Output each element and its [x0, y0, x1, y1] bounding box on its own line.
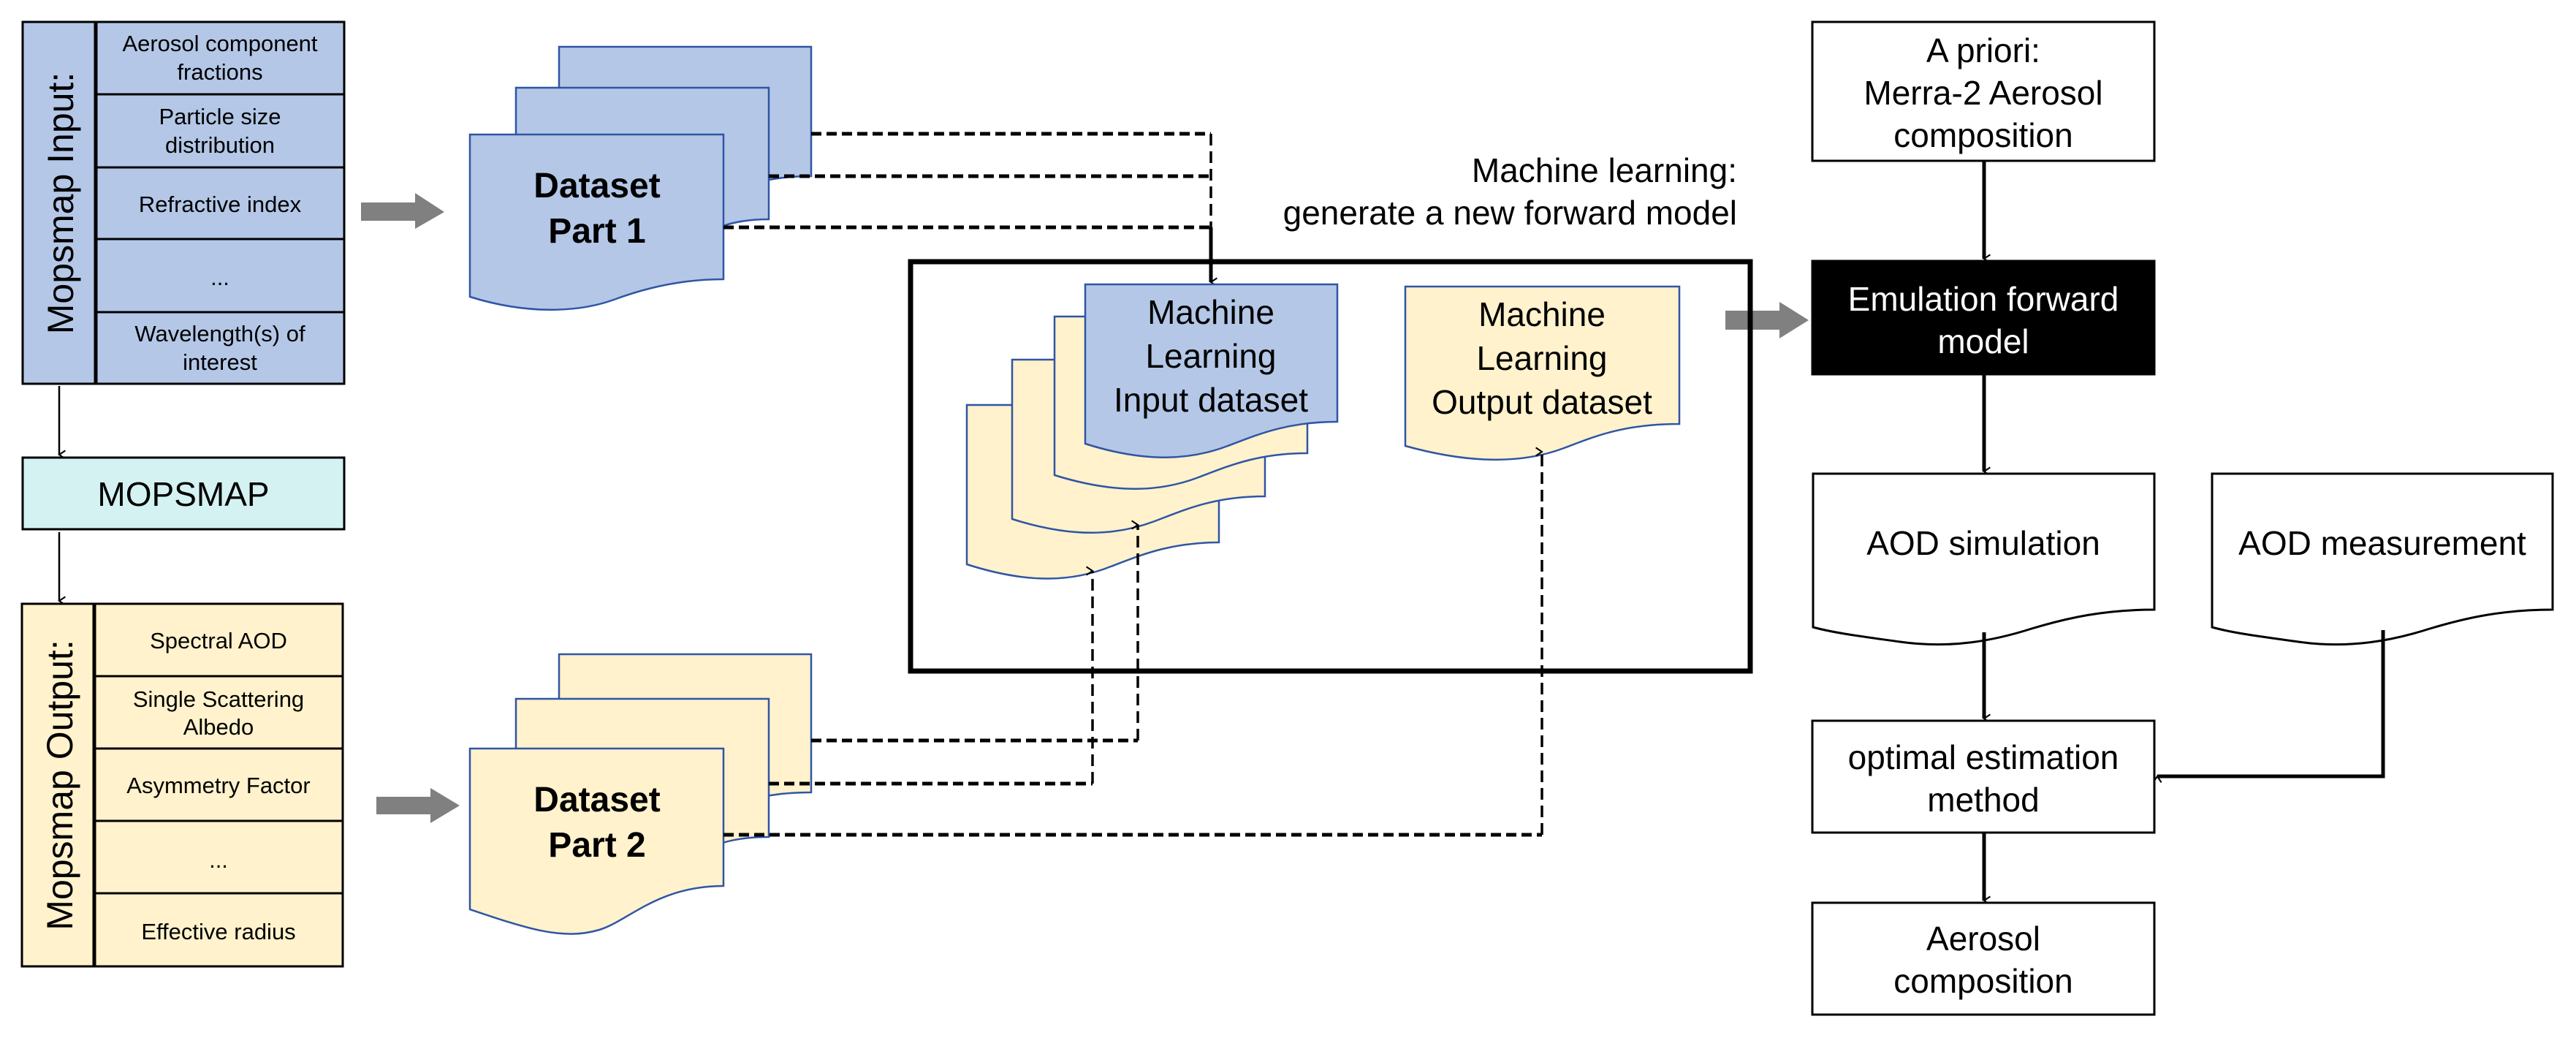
optimal-estimation-l1: optimal estimation	[1848, 738, 2119, 776]
ml-output-sheet	[1404, 285, 1681, 461]
a-priori-frame	[1811, 20, 2156, 162]
emulation-l2: model	[1937, 322, 2029, 360]
a-priori-box: A priori: Merra-2 Aerosol composition	[1811, 20, 2156, 162]
ml-output-title-l3: Output dataset	[1432, 383, 1652, 421]
input-row-wavelength-l2: interest	[183, 349, 257, 375]
input-row-size-distribution-l1: Particle size	[159, 104, 281, 129]
dataset2-sheet-front	[468, 747, 725, 935]
block-arrow-input-to-dataset1	[361, 193, 444, 229]
dataset2-connectors	[723, 452, 1543, 837]
aerosol-composition-l2: composition	[1893, 962, 2072, 1000]
aod-measurement-label: AOD measurement	[2238, 524, 2526, 562]
ml-input-dataset-stack: Machine Learning Input dataset	[965, 283, 1339, 580]
output-row-ellipsis: ...	[209, 847, 228, 873]
mopsmap-frame	[21, 456, 346, 531]
emulation-l1: Emulation forward	[1848, 280, 2119, 318]
ml-output-title-l2: Learning	[1476, 339, 1607, 377]
optimal-estimation-box: optimal estimation method	[1811, 719, 2156, 834]
aerosol-composition-l1: Aerosol	[1926, 920, 2040, 958]
dataset2-title-l2: Part 2	[548, 826, 645, 865]
block-arrow-output-to-dataset2	[376, 788, 460, 823]
dataset1-title-l1: Dataset	[533, 167, 660, 205]
a-priori-l2: Merra-2 Aerosol	[1863, 74, 2102, 112]
input-row-refractive-index: Refractive index	[139, 192, 302, 217]
output-row-ssa-l2: Albedo	[183, 714, 254, 740]
input-row-wavelength-l1: Wavelength(s) of	[134, 321, 305, 346]
emulation-forward-model-box: Emulation forward model	[1811, 260, 2156, 376]
aod-simulation-doc: AOD simulation	[1812, 472, 2156, 646]
dataset-part2-stack: Dataset Part 2	[468, 653, 813, 935]
a-priori-l3: composition	[1893, 116, 2072, 154]
a-priori-l1: A priori:	[1926, 31, 2040, 69]
input-row-aerosol-fractions-l2: fractions	[177, 59, 262, 85]
aod-measurement-doc: AOD measurement	[2211, 472, 2554, 646]
dataset1-title-l2: Part 1	[548, 212, 645, 251]
mopsmap-output-table: Mopsmap Output: Spectral AOD Single Scat…	[20, 602, 344, 968]
ml-caption-l1: Machine learning:	[1472, 151, 1737, 189]
ml-input-title-l3: Input dataset	[1114, 381, 1308, 419]
emulation-frame	[1811, 260, 2156, 376]
dataset2-title-l1: Dataset	[533, 781, 660, 819]
input-row-ellipsis: ...	[210, 265, 229, 290]
aod-measurement-shape	[2211, 472, 2554, 646]
ml-input-sheet-front	[1084, 283, 1339, 458]
optimal-estimation-l2: method	[1927, 781, 2039, 819]
output-row-asymmetry-factor: Asymmetry Factor	[126, 773, 310, 798]
output-row-effective-radius: Effective radius	[141, 919, 295, 944]
ml-input-title-l1: Machine	[1147, 293, 1274, 331]
optimal-estimation-frame	[1811, 719, 2156, 834]
ml-output-dataset: Machine Learning Output dataset	[1404, 285, 1681, 461]
mopsmap-box: MOPSMAP	[21, 456, 346, 531]
ml-caption-l2: generate a new forward model	[1283, 194, 1737, 232]
mopsmap-input-table: Mopsmap Input: Aerosol component fractio…	[21, 20, 346, 385]
mopsmap-output-label: Mopsmap Output:	[39, 640, 80, 930]
input-row-size-distribution-l2: distribution	[165, 132, 275, 158]
output-row-ssa-l1: Single Scattering	[133, 686, 304, 712]
dataset-part1-stack: Dataset Part 1	[468, 45, 813, 311]
ml-output-title-l1: Machine	[1478, 295, 1606, 333]
input-row-aerosol-fractions-l1: Aerosol component	[122, 31, 317, 56]
mopsmap-input-label: Mopsmap Input:	[40, 72, 81, 335]
aod-simulation-shape	[1812, 472, 2156, 646]
ml-input-title-l2: Learning	[1145, 337, 1276, 375]
dataset1-sheet-front	[468, 133, 725, 311]
block-arrow-ml-to-emulation	[1725, 302, 1809, 338]
dataset1-connectors	[723, 132, 1211, 282]
output-row-spectral-aod: Spectral AOD	[150, 628, 287, 654]
mopsmap-label: MOPSMAP	[97, 475, 269, 513]
mopsmap-output-frame	[20, 602, 344, 968]
mopsmap-input-frame	[21, 20, 346, 385]
aerosol-composition-frame	[1811, 901, 2156, 1016]
machine-learning-frame	[908, 259, 1753, 674]
aod-simulation-label: AOD simulation	[1866, 524, 2100, 562]
aerosol-composition-box: Aerosol composition	[1811, 901, 2156, 1016]
arrow-aod-meas-to-oe	[2157, 630, 2385, 776]
